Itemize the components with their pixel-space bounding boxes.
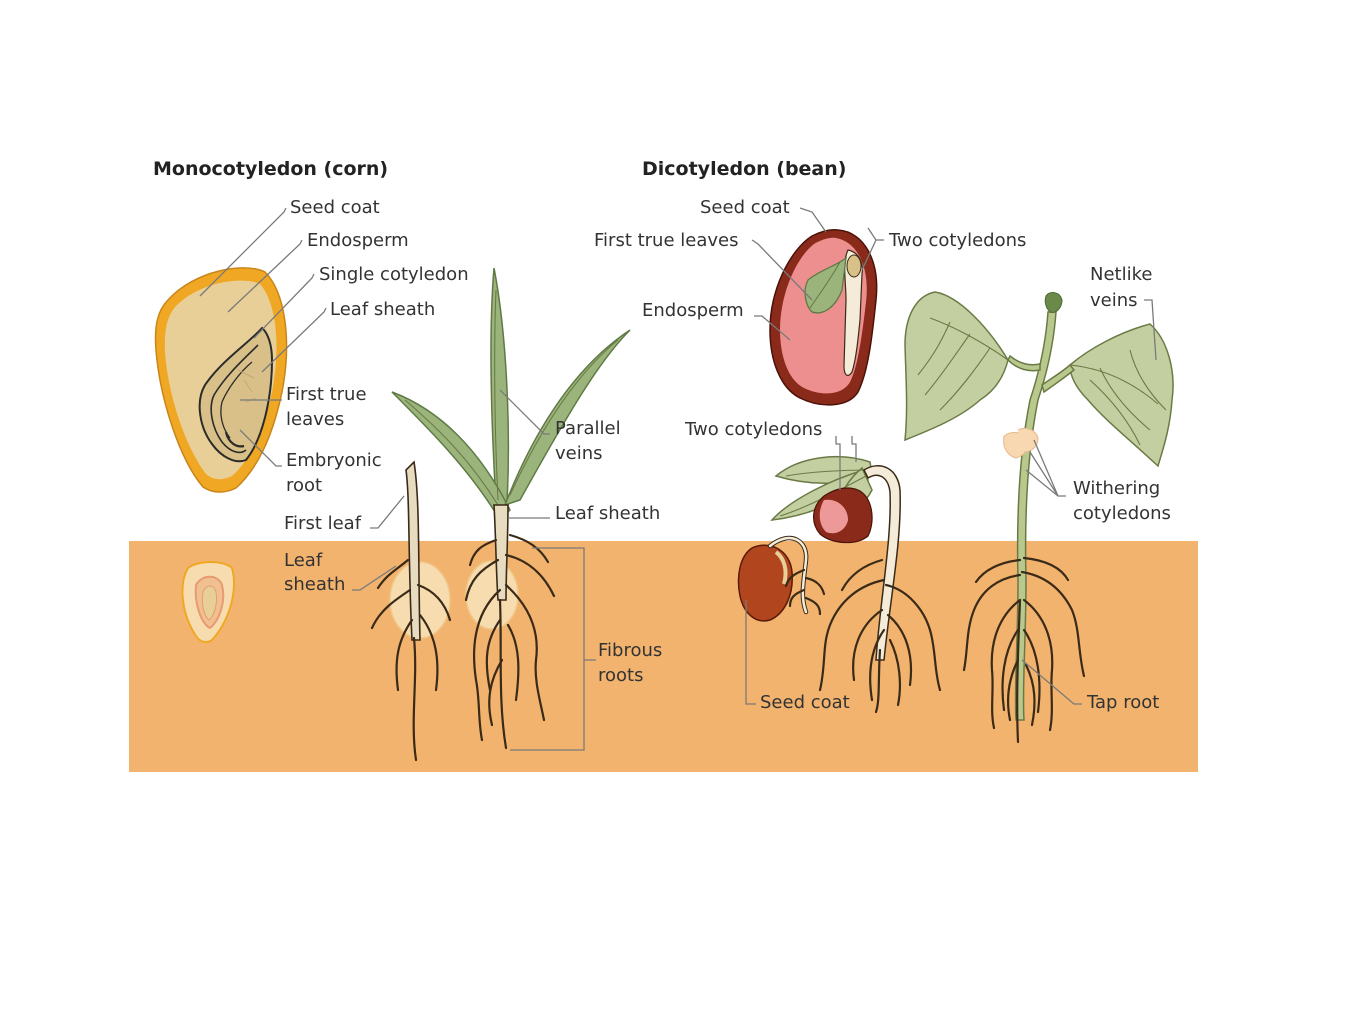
label-seed-coat-corn: Seed coat — [290, 197, 380, 218]
label-first-true-leaves-bean: First true leaves — [594, 230, 738, 251]
label-netlike-veins-2: veins — [1090, 290, 1138, 311]
label-first-true-leaves-corn-2: leaves — [286, 409, 344, 430]
monocot-heading: Monocotyledon (corn) — [153, 158, 388, 180]
label-first-true-leaves-corn-1: First true — [286, 384, 367, 405]
label-first-leaf: First leaf — [284, 513, 362, 534]
corn-kernel — [156, 268, 287, 492]
label-withering-cotyledons-2: cotyledons — [1073, 503, 1171, 524]
bean-seed — [770, 230, 877, 405]
label-netlike-veins-1: Netlike — [1090, 264, 1152, 285]
label-single-cotyledon: Single cotyledon — [319, 264, 469, 285]
label-parallel-veins-2: veins — [555, 443, 603, 464]
label-tap-root: Tap root — [1086, 692, 1159, 713]
label-embryonic-root-1: Embryonic — [286, 450, 382, 471]
label-two-cotyledons-mid: Two cotyledons — [684, 419, 822, 440]
label-seed-coat-bean-top: Seed coat — [700, 197, 790, 218]
label-leaf-sheath-corn-low-1: Leaf — [284, 550, 323, 571]
label-leaf-sheath-corn-top: Leaf sheath — [330, 299, 435, 320]
label-two-cotyledons-top: Two cotyledons — [888, 230, 1026, 251]
label-leaf-sheath-corn-low-2: sheath — [284, 574, 345, 595]
label-fibrous-roots-1: Fibrous — [598, 640, 662, 661]
label-parallel-veins-1: Parallel — [555, 418, 621, 439]
label-leaf-sheath-corn-mid: Leaf sheath — [555, 503, 660, 524]
label-endosperm-corn: Endosperm — [307, 230, 409, 251]
label-seed-coat-bean-bottom: Seed coat — [760, 692, 850, 713]
dicot-heading: Dicotyledon (bean) — [642, 158, 846, 180]
label-withering-cotyledons-1: Withering — [1073, 478, 1160, 499]
label-embryonic-root-2: root — [286, 475, 322, 496]
label-endosperm-bean: Endosperm — [642, 300, 744, 321]
label-fibrous-roots-2: roots — [598, 665, 643, 686]
